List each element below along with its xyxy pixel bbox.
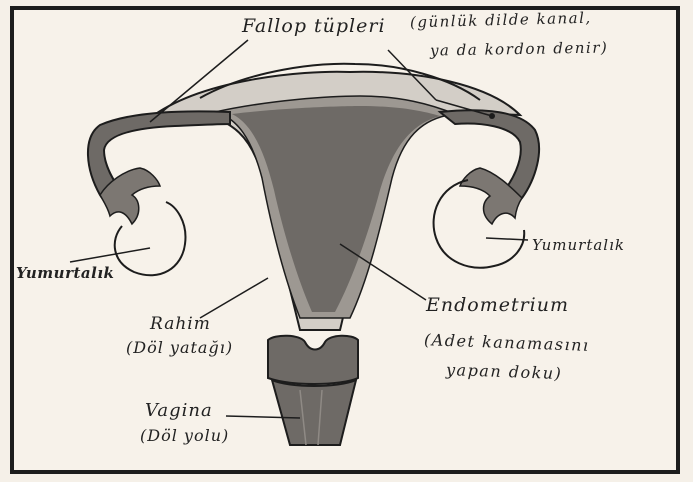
leader-dot [489, 113, 495, 119]
label-vagina-sub: (Döl yolu) [140, 428, 229, 445]
leader-ovary-left [70, 248, 150, 262]
vagina-canal [272, 380, 356, 445]
label-uterus-sub: (Döl yatağı) [126, 340, 233, 357]
leader-ovary-right [486, 238, 528, 240]
leader-uterus [200, 278, 268, 318]
label-fallop-note-line2: ya da kordon denir) [430, 40, 609, 59]
label-uterus: Rahim [150, 316, 211, 334]
label-ovary-left: Yumurtalık [16, 266, 114, 282]
cervix [268, 336, 358, 384]
label-vagina: Vagina [145, 402, 213, 421]
label-ovary-right: Yumurtalık [532, 238, 625, 254]
label-fallop-tubes: Fallop tüpleri [242, 17, 386, 37]
label-endometrium: Endometrium [426, 296, 569, 316]
